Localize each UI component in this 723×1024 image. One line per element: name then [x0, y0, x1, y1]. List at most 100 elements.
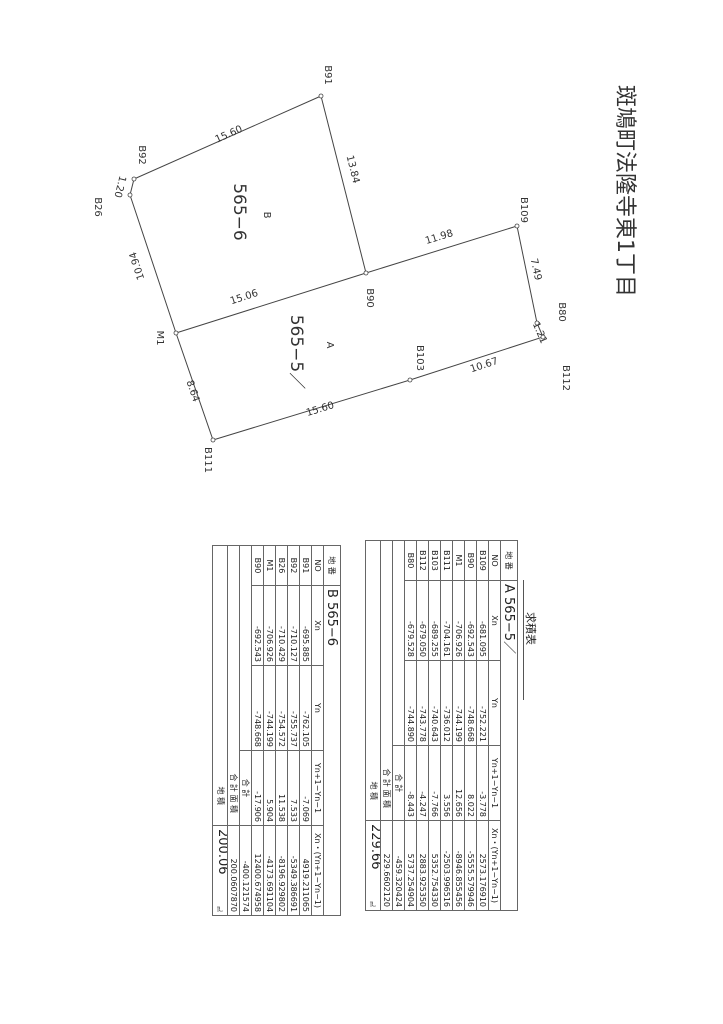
cell-no: M1: [452, 540, 465, 581]
lot-a-number: 565−5／: [286, 315, 306, 390]
cell-prod: -5349.386691: [287, 825, 300, 916]
cell-prod: 5737.254904: [404, 820, 417, 911]
cell-diff: -3.778: [476, 745, 489, 821]
cell-no: B80: [404, 540, 417, 581]
area-value: 200.06: [215, 829, 228, 875]
area-value: 229.66: [368, 824, 381, 870]
point-label: B111: [202, 447, 213, 473]
cell-diff: 8.022: [464, 745, 477, 821]
cell-yn: -748.668: [464, 660, 477, 746]
col-xn: Xn: [488, 580, 501, 661]
cell-prod: -4173.691104: [263, 825, 276, 916]
cell-diff: 12.656: [452, 745, 465, 821]
cell-prod: -5555.579946: [464, 820, 477, 911]
sum-label: 合 計: [392, 745, 405, 821]
cell-yn: -744.199: [263, 665, 276, 751]
cell-yn: -736.012: [440, 660, 453, 746]
cell-no: B103: [428, 540, 441, 581]
col-xn: Xn: [311, 585, 324, 666]
area-label: 地 積: [365, 540, 381, 821]
cell-xn: -706.926: [263, 585, 276, 666]
cell-yn: -748.668: [251, 665, 264, 751]
cell-xn: -704.161: [440, 580, 453, 661]
col-yn: Yn: [488, 660, 501, 746]
cell-xn: -679.050: [416, 580, 429, 661]
cell-prod: -8946.855456: [452, 820, 465, 911]
point-label: B92: [136, 145, 147, 165]
cell-diff: -7.766: [428, 745, 441, 821]
distance-label: 7.49: [528, 257, 543, 281]
cell-xn: -692.543: [464, 580, 477, 661]
cell-yn: -762.105: [299, 665, 312, 751]
col-yn: Yn: [311, 665, 324, 751]
sum-area-value: 229.6602120: [380, 820, 393, 911]
cell-no: B92: [287, 545, 300, 586]
cell-xn: -706.926: [452, 580, 465, 661]
sum-area-label: 合 計 面 積: [227, 545, 240, 826]
sum-row: 合 計-400.121574: [239, 545, 252, 916]
cell-xn: -695.885: [299, 585, 312, 666]
point-markers: [127, 93, 546, 443]
cell-yn: -754.572: [275, 665, 288, 751]
lot-name: A 565−5／: [500, 580, 518, 911]
cell-no: B112: [416, 540, 429, 581]
cell-prod: -2503.996516: [440, 820, 453, 911]
distance-label: 8.64: [184, 379, 202, 404]
point-label: B103: [414, 345, 425, 371]
cell-no: B91: [299, 545, 312, 586]
area-row: 地 積 200.06 ㎡: [212, 545, 228, 916]
cell-xn: -679.528: [404, 580, 417, 661]
area-unit: ㎡: [215, 906, 222, 913]
col-diff: Yn+1−Yn−1: [311, 750, 324, 826]
cell-diff: -8.443: [404, 745, 417, 821]
sum-row: 合 計-459.320424: [392, 540, 405, 911]
cell-diff: 11.538: [275, 750, 288, 826]
lot-name: B 565−6: [323, 585, 341, 916]
distance-label: 10.67: [469, 356, 500, 375]
point-label: B80: [556, 302, 567, 322]
cell-xn: -692.543: [251, 585, 264, 666]
cell-no: B90: [251, 545, 264, 586]
cell-xn: -710.429: [275, 585, 288, 666]
col-no: NO: [311, 545, 324, 586]
cell-yn: -752.221: [476, 660, 489, 746]
col-no: NO: [488, 540, 501, 581]
lot-header: 地 番: [500, 540, 518, 581]
distance-label: 10.94: [128, 250, 147, 281]
cell-no: M1: [263, 545, 276, 586]
point-label: M1: [154, 331, 165, 346]
area-unit: ㎡: [368, 901, 375, 908]
cell-yn: -740.643: [428, 660, 441, 746]
cell-yn: -743.778: [416, 660, 429, 746]
distance-label: 13.84: [344, 154, 362, 184]
col-diff: Yn+1−Yn−1: [488, 745, 501, 821]
cell-no: B109: [476, 540, 489, 581]
lot-a-letter: A: [324, 342, 335, 349]
cell-prod: 2573.176910: [476, 820, 489, 911]
cell-no: B111: [440, 540, 453, 581]
area-row: 地 積 229.66 ㎡: [365, 540, 381, 911]
lot-b-number: 565−6: [229, 183, 249, 241]
area-label: 地 積: [212, 545, 228, 826]
cell-prod: -8196.929802: [275, 825, 288, 916]
cell-prod: 4919.211065: [299, 825, 312, 916]
cell-xn: -710.127: [287, 585, 300, 666]
title-underline: [523, 580, 524, 700]
distance-label: 1.21: [530, 321, 549, 346]
cell-diff: -17.906: [251, 750, 264, 826]
distance-label: 15.06: [229, 288, 260, 307]
cell-prod: 12400.674958: [251, 825, 264, 916]
